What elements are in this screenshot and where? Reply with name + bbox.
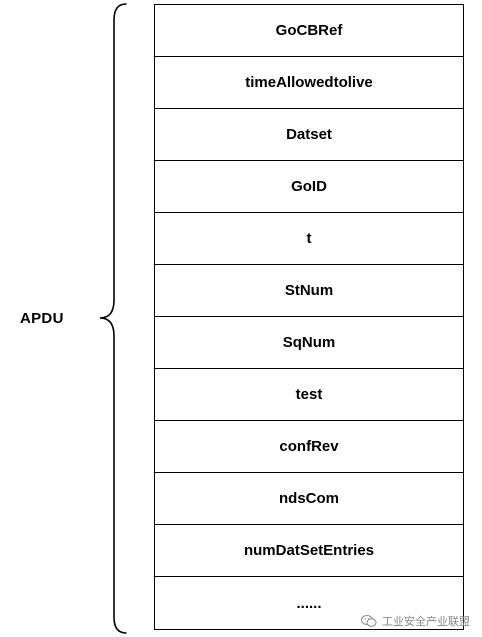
apdu-label: APDU (20, 310, 64, 327)
apdu-field: SqNum (155, 317, 463, 369)
watermark: 工业安全产业联盟 (361, 613, 470, 629)
apdu-field: GoID (155, 161, 463, 213)
watermark-text: 工业安全产业联盟 (382, 616, 470, 628)
apdu-field: GoCBRef (155, 5, 463, 57)
apdu-field: test (155, 369, 463, 421)
apdu-field: ...... (296, 594, 322, 612)
apdu-field: StNum (155, 265, 463, 317)
apdu-field: t (155, 213, 463, 265)
apdu-field: confRev (155, 421, 463, 473)
apdu-field: timeAllowedtolive (155, 57, 463, 109)
apdu-field: numDatSetEntries (155, 525, 463, 577)
wechat-icon (361, 615, 377, 627)
apdu-field: ndsCom (155, 473, 463, 525)
curly-brace (99, 3, 127, 634)
apdu-field: Datset (155, 109, 463, 161)
